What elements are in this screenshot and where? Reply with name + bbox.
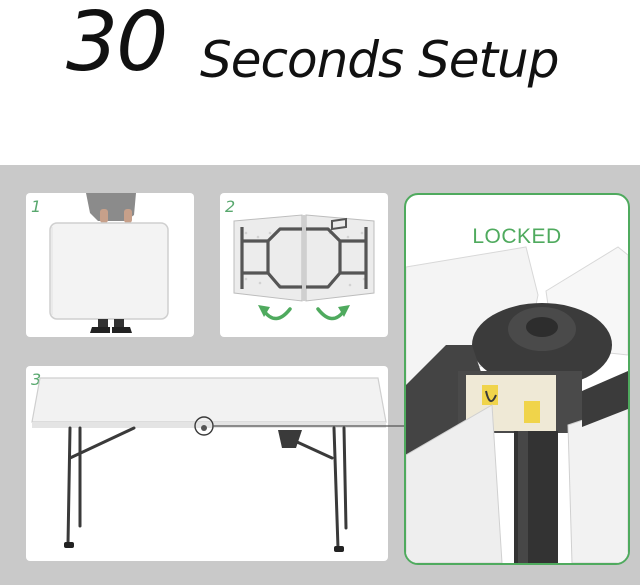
headline-text: Seconds Setup bbox=[200, 31, 559, 89]
hinge-lock-closeup bbox=[406, 246, 628, 563]
step-2-number: 2 bbox=[225, 197, 236, 216]
step-1-panel: 1 bbox=[26, 193, 194, 337]
headline-number: 30 bbox=[66, 0, 168, 90]
open-table-illustration bbox=[31, 377, 388, 552]
folded-table-carry-illustration bbox=[49, 193, 169, 333]
locked-label: LOCKED bbox=[472, 225, 562, 248]
unfolding-table-illustration bbox=[233, 214, 375, 321]
step-1-number: 1 bbox=[31, 197, 42, 216]
step-3-number: 3 bbox=[31, 370, 42, 389]
step-3-panel: 3 bbox=[26, 366, 388, 561]
headline: 30 Seconds Setup bbox=[0, 0, 640, 165]
locked-detail-panel: LOCKED bbox=[404, 193, 630, 565]
step-2-panel: 2 bbox=[220, 193, 388, 337]
